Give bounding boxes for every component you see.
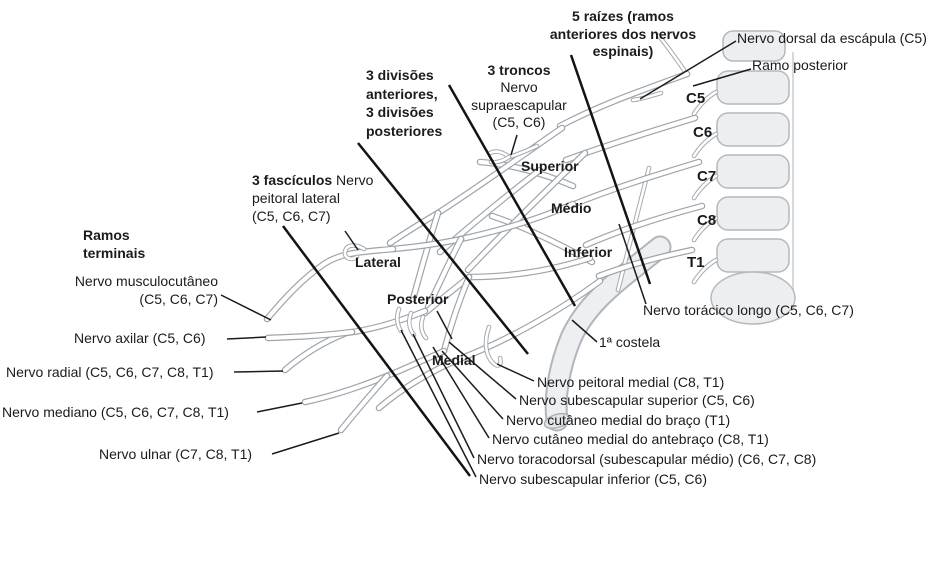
label-nerve-suprascapular: Nervo supraescapular (C5, C6)	[444, 79, 594, 132]
label-nerve-dorsal-scapula: Nervo dorsal da escápula (C5)	[737, 30, 927, 46]
label-trunks-heading: 3 troncos	[487, 62, 551, 78]
label-cord-medial: Medial	[432, 352, 476, 368]
median-leader	[256, 402, 303, 413]
label-nerve-long-thoracic: Nervo torácico longo (C5, C6, C7)	[643, 302, 854, 318]
label-nerve-upper-subscapular: Nervo subescapular superior (C5, C6)	[519, 392, 755, 408]
lateral-pectoral-leader	[344, 230, 359, 251]
suprascapular-leader	[510, 134, 518, 156]
nerve-root-c8	[586, 206, 702, 245]
label-vertebra-t1: T1	[687, 254, 705, 271]
vertebral-column	[694, 30, 796, 325]
lower-subscapular-leader	[400, 329, 477, 478]
roots-heading-line3: espinais)	[592, 43, 654, 60]
roots-heading-line2: anteriores dos nervos	[549, 25, 697, 42]
cutaneous-arm-leader	[441, 350, 504, 420]
divisions-line2: anteriores,	[366, 85, 438, 102]
zone-lines	[281, 54, 652, 477]
ulnar-leader	[271, 432, 340, 455]
suprascapular-line1: Nervo	[500, 79, 538, 95]
label-nerve-medial-cutaneous-forearm: Nervo cutâneo medial do antebraço (C8, T…	[492, 431, 769, 447]
rib-cut-end	[543, 412, 571, 430]
lateral-pectoral-line1: Nervo	[332, 172, 374, 188]
suprascapular-line2: supraescapular	[471, 96, 567, 113]
ramo-posterior-leader	[692, 68, 752, 87]
musculocutaneous-leader	[220, 294, 272, 321]
divisions-line1: 3 divisões	[366, 67, 434, 83]
label-nerve-thoracodorsal: Nervo toracodorsal (subescapular médio) …	[477, 451, 817, 467]
musculocutaneous-line2: (C5, C6, C7)	[139, 290, 218, 307]
shoulder-bone-mass	[710, 271, 796, 325]
label-nerve-musculocutaneous: Nervo musculocutâneo (C5, C6, C7)	[40, 273, 218, 308]
label-trunk-inferior: Inferior	[564, 244, 613, 260]
dorsal-scapula-leader	[639, 40, 737, 100]
posterior-cord-leader	[436, 310, 453, 340]
suprascapular-line3: (C5, C6)	[492, 114, 546, 130]
long-thoracic-leader	[618, 223, 647, 305]
nerve-root-c7	[572, 162, 699, 205]
label-divisions-heading: 3 divisões anteriores, 3 divisões poster…	[366, 66, 442, 140]
lateral-pectoral-line3: (C5, C6, C7)	[252, 208, 331, 225]
label-roots-heading: 5 raízes (ramos anteriores dos nervos es…	[527, 8, 719, 61]
cutaneous-forearm-leader	[432, 346, 490, 439]
cords-zone-line	[281, 225, 472, 477]
label-ramo-posterior: Ramo posterior	[752, 57, 848, 73]
musculocutaneous-line1: Nervo musculocutâneo	[74, 273, 218, 289]
label-vertebra-c7: C7	[697, 168, 717, 185]
terminal-line2: terminais	[83, 245, 146, 262]
fascicles-line1: 3 fascículos Nervo	[252, 171, 373, 189]
label-cord-lateral: Lateral	[355, 254, 401, 270]
divisions-line4: posteriores	[366, 122, 443, 139]
label-trunk-superior: Superior	[521, 158, 579, 174]
terminal-line1: Ramos	[83, 227, 130, 243]
label-trunk-middle: Médio	[551, 200, 592, 216]
divisions-zone-line	[357, 142, 529, 355]
upper-subscapular-leader	[448, 341, 517, 400]
trunks-zone-line	[447, 84, 577, 307]
label-first-rib: 1ª costela	[599, 334, 661, 350]
axillary-leader	[226, 336, 267, 340]
divisions-line3: 3 divisões	[366, 104, 434, 121]
label-nerve-medial-pectoral: Nervo peitoral medial (C8, T1)	[537, 374, 725, 390]
label-nerve-ulnar: Nervo ulnar (C7, C8, T1)	[99, 446, 253, 462]
first-rib-leader	[571, 319, 598, 343]
label-nerve-lower-subscapular: Nervo subescapular inferior (C5, C6)	[479, 471, 707, 487]
label-vertebra-c8: C8	[697, 212, 717, 229]
label-nerve-axillary: Nervo axilar (C5, C6)	[74, 330, 206, 346]
label-cord-posterior: Posterior	[387, 291, 449, 307]
cords-heading-bold: 3 fascículos	[252, 172, 333, 188]
roots-zone-line	[569, 54, 652, 285]
label-terminal-heading: Ramos terminais	[83, 226, 145, 262]
thoracodorsal-leader	[412, 333, 475, 459]
medial-pectoral-leader	[496, 363, 535, 382]
label-cords-heading-lateral-pectoral: 3 fascículos Nervo peitoral lateral (C5,…	[252, 171, 373, 225]
label-vertebra-c5: C5	[686, 90, 706, 107]
leader-lines	[220, 40, 752, 478]
label-nerve-median: Nervo mediano (C5, C6, C7, C8, T1)	[2, 404, 229, 420]
first-rib-art	[543, 247, 660, 431]
label-vertebra-c6: C6	[693, 124, 713, 141]
lateral-pectoral-line2: peitoral lateral	[252, 190, 340, 207]
label-nerve-radial: Nervo radial (C5, C6, C7, C8, T1)	[6, 364, 214, 380]
label-nerve-medial-cutaneous-arm: Nervo cutâneo medial do braço (T1)	[506, 412, 731, 428]
roots-heading-line1: 5 raízes (ramos	[572, 8, 674, 24]
posterior-cord-radial	[285, 311, 425, 370]
radial-leader	[233, 370, 284, 373]
